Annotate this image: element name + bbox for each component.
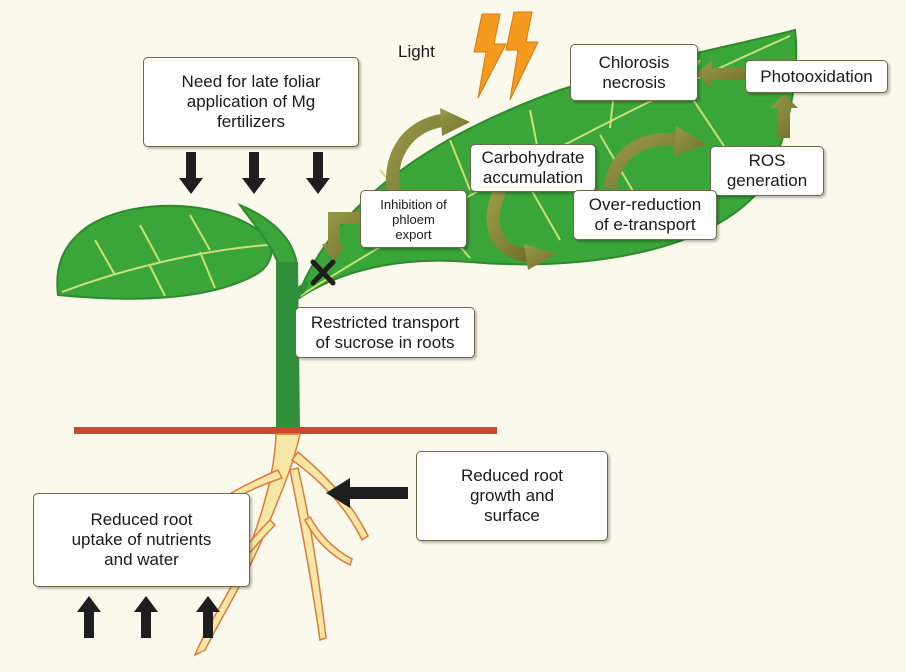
root-uptake-line-2: uptake of nutrients — [71, 530, 212, 549]
chlorosis-box: Chlorosis necrosis — [570, 44, 698, 101]
photooxidation-label: Photooxidation — [760, 66, 873, 86]
ros-to-photooxidation-arrow — [770, 94, 798, 138]
overreduction-box: Over-reduction of e-transport — [573, 190, 717, 240]
restricted-line-1: Restricted transport — [310, 312, 460, 332]
root-uptake-line-3: and water — [104, 550, 179, 569]
stem — [276, 262, 300, 430]
light-label: Light — [398, 42, 435, 61]
carbohydrate-box: Carbohydrate accumulation — [470, 144, 596, 192]
foliar-line-1: Need for late foliar — [181, 72, 321, 91]
restricted-line-2: of sucrose in roots — [315, 332, 455, 352]
left-leaf — [56, 204, 273, 300]
inhibition-line-2: phloem — [392, 211, 435, 227]
ros-box: ROS generation — [710, 146, 824, 196]
cycle-arrowheads — [440, 108, 706, 270]
root-growth-line-3: surface — [484, 506, 540, 525]
carbohydrate-line-1: Carbohydrate — [481, 148, 585, 167]
chlorosis-line-2: necrosis — [602, 72, 666, 92]
root-growth-arrow — [326, 478, 408, 508]
photooxidation-box: Photooxidation — [745, 60, 888, 93]
inhibition-box: Inhibition of phloem export — [360, 190, 467, 248]
inhibition-arrow — [322, 212, 372, 262]
chlorosis-line-1: Chlorosis — [598, 52, 670, 72]
ros-line-1: ROS — [748, 151, 786, 170]
root-growth-line-2: growth and — [469, 486, 555, 505]
inhibition-line-1: Inhibition of — [380, 196, 447, 212]
root-growth-line-1: Reduced root — [460, 466, 564, 485]
cycle-arrows — [385, 113, 681, 263]
left-leaf-veins — [61, 214, 269, 297]
root-growth-box: Reduced root growth and surface — [416, 451, 608, 541]
foliar-line-2: application of Mg — [186, 92, 316, 111]
overreduction-line-1: Over-reduction — [588, 195, 702, 214]
root-uptake-line-1: Reduced root — [90, 510, 193, 529]
lightning-icon — [473, 11, 539, 101]
blocked-cross-icon — [310, 259, 336, 286]
carbohydrate-line-2: accumulation — [482, 168, 584, 187]
inhibition-line-3: export — [395, 226, 432, 242]
overreduction-line-2: of e-transport — [594, 215, 696, 234]
ros-line-2: generation — [726, 171, 808, 190]
uptake-up-arrows — [77, 596, 220, 638]
foliar-line-3: fertilizers — [216, 112, 285, 131]
stem-branch — [282, 280, 310, 312]
photooxidation-to-chlorosis-arrow — [696, 60, 748, 88]
foliar-fertilizer-box: Need for late foliar application of Mg f… — [143, 57, 359, 147]
soil-line — [74, 427, 497, 434]
foliar-down-arrows — [179, 152, 330, 194]
root-uptake-box: Reduced root uptake of nutrients and wat… — [33, 493, 250, 587]
restricted-transport-box: Restricted transport of sucrose in roots — [295, 307, 475, 358]
